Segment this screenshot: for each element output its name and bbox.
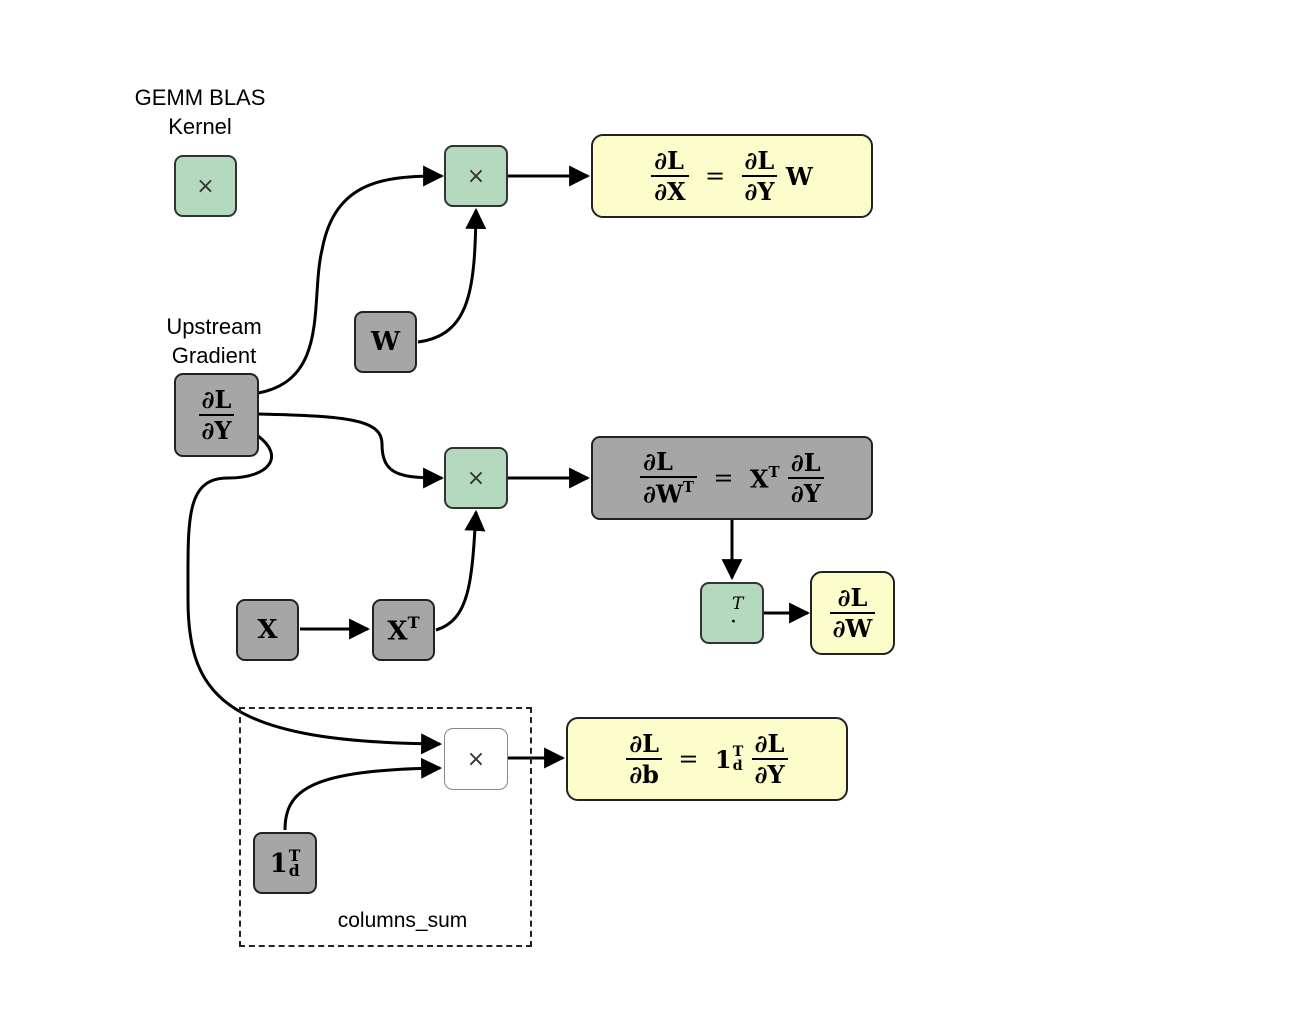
input-XT-node: XT [372, 599, 435, 661]
upstream-gradient-node: ∂L ∂Y [174, 373, 259, 457]
edge-XT-to-mult2 [435, 509, 486, 632]
legend-gemm-kernel-node: × [174, 155, 237, 217]
gemm-kernel-label: GEMM BLAS Kernel [134, 85, 266, 139]
multiply-icon: × [466, 163, 486, 189]
output-dL-dW-node: ∂L ∂W [810, 571, 895, 655]
gemm-multiply-node-1: × [444, 145, 508, 207]
output-dL-dWT-node: ∂L∂WT = XT ∂L∂Y [591, 436, 873, 520]
columns-sum-label: columns_sum [337, 909, 468, 932]
edge-W-to-mult1 [417, 207, 487, 344]
multiply-icon: × [466, 746, 486, 772]
upstream-gradient-label: Upstream Gradient [166, 314, 262, 368]
multiply-icon: × [196, 173, 215, 199]
output-dL-dX-node: ∂L∂X = ∂L∂Y W [591, 134, 873, 218]
edge-dLdY-to-mult2 [257, 412, 445, 489]
edge-ones-to-colsum [283, 757, 443, 831]
gemm-multiply-node-2: × [444, 447, 508, 509]
input-X-node: X [236, 599, 299, 661]
column-sum-multiply-node: × [444, 728, 508, 790]
columns-sum-group [239, 707, 532, 947]
edge-dLdY-to-mult1 [257, 165, 445, 395]
transpose-icon: · T [730, 594, 744, 635]
weight-W-node: W [354, 311, 417, 373]
edge-dLdY-to-colsum [186, 434, 443, 755]
transpose-op-node: · T [700, 582, 764, 644]
multiply-icon: × [466, 465, 486, 491]
